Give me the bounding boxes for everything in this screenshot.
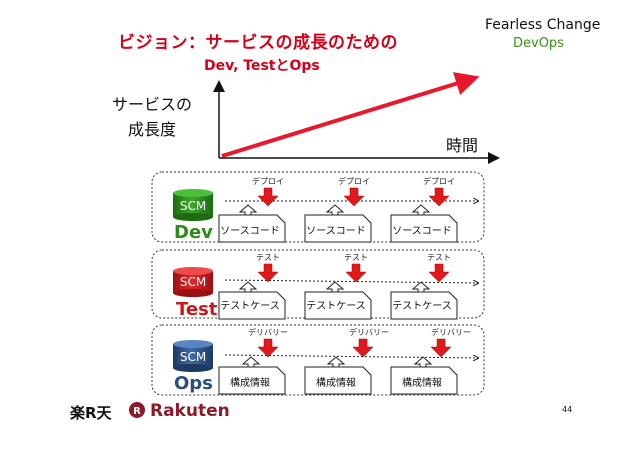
delivery-arrow-3 <box>430 338 452 358</box>
brand-devops: DevOps <box>513 36 564 51</box>
slide-subtitle: Dev, TestとOps <box>204 58 320 74</box>
delivery-arrow-1 <box>257 338 279 358</box>
scm-cylinder-dev <box>173 189 213 221</box>
source-code-doc-3 <box>390 214 458 243</box>
test-case-label-3: テストケース <box>392 301 452 312</box>
slide-title: ビジョン：サービスの成長のための <box>118 33 398 53</box>
svg-text:R: R <box>133 406 141 417</box>
deploy-label-1: デプロイ <box>252 177 284 186</box>
commit-arrow-3 <box>411 204 431 216</box>
config-doc-2 <box>304 366 372 395</box>
rakuten-jp-logo: 楽R天 <box>70 404 112 422</box>
test-case-label-1: テストケース <box>220 301 280 312</box>
source-code-label-1: ソースコード <box>220 226 280 237</box>
growth-trend-line <box>221 72 480 158</box>
source-code-doc-2 <box>304 214 372 243</box>
scm-cylinder-test <box>173 267 213 297</box>
row-name-dev: Dev <box>174 222 213 243</box>
test-arrow-1 <box>257 263 279 283</box>
delivery-arrow-2 <box>352 338 374 358</box>
test-commit-arrow-1 <box>238 281 258 293</box>
config-doc-1 <box>218 366 286 395</box>
test-label-3: テスト <box>427 253 451 262</box>
ops-commit-arrow-1 <box>241 356 261 368</box>
x-axis-label: 時間 <box>446 136 479 155</box>
deploy-label-3: デプロイ <box>423 177 455 186</box>
source-code-label-2: ソースコード <box>306 226 366 237</box>
deploy-arrow-3 <box>428 187 450 207</box>
commit-arrow-2 <box>325 204 345 216</box>
y-axis-label: サービスの 成長度 <box>104 92 200 142</box>
dev-row <box>151 171 485 243</box>
delivery-label-1: デリバリー <box>248 328 288 337</box>
scm-label-ops: SCM <box>179 350 207 364</box>
deploy-arrow-2 <box>343 187 365 207</box>
rakuten-logo-mark: R <box>129 402 145 418</box>
row-name-test: Test <box>176 299 218 320</box>
y-axis-label-line2: 成長度 <box>127 120 176 139</box>
brand-fearless-change: Fearless Change <box>485 17 601 33</box>
test-row <box>151 249 485 320</box>
source-code-doc-1 <box>218 214 286 243</box>
test-case-doc-3 <box>390 291 458 320</box>
rakuten-en-logo: Rakuten <box>150 401 230 421</box>
test-label-1: テスト <box>256 253 280 262</box>
ops-commit-arrow-2 <box>326 356 346 368</box>
page-number: 44 <box>562 405 573 414</box>
ops-commit-arrow-3 <box>413 356 433 368</box>
ops-row-frame <box>151 324 485 396</box>
test-label-2: テスト <box>344 253 368 262</box>
deploy-label-2: デプロイ <box>338 177 370 186</box>
commit-arrow-1 <box>238 204 258 216</box>
chart-axes <box>213 72 500 164</box>
scm-label-test: SCM <box>179 275 207 289</box>
config-label-3: 構成情報 <box>402 378 442 389</box>
test-row-frame <box>151 249 485 319</box>
test-commit-arrow-2 <box>325 281 345 293</box>
delivery-label-3: デリバリー <box>431 328 471 337</box>
config-doc-3 <box>390 366 458 395</box>
delivery-label-2: デリバリー <box>349 328 389 337</box>
test-arrow-2 <box>345 263 367 283</box>
test-arrow-3 <box>428 263 450 283</box>
scm-cylinder-ops <box>173 340 213 372</box>
test-case-doc-2 <box>304 291 372 320</box>
row-name-ops: Ops <box>174 373 213 394</box>
test-case-label-2: テストケース <box>306 301 366 312</box>
ops-row <box>151 324 485 396</box>
test-case-doc-1 <box>218 291 286 320</box>
source-code-label-3: ソースコード <box>392 226 452 237</box>
rakuten-circle-icon <box>129 402 145 418</box>
deploy-arrow-1 <box>257 187 279 207</box>
config-label-2: 構成情報 <box>316 378 356 389</box>
scm-label-dev: SCM <box>179 199 207 213</box>
config-label-1: 構成情報 <box>230 378 270 389</box>
test-commit-arrow-3 <box>411 281 431 293</box>
y-axis-label-line1: サービスの <box>111 95 192 114</box>
